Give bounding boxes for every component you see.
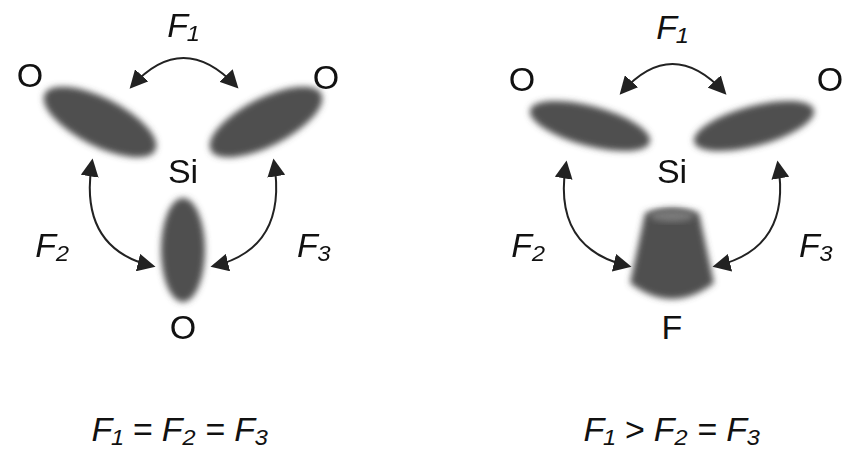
atom-label: O — [170, 309, 196, 346]
force-label: F₂ — [511, 227, 545, 264]
atom-label: O — [17, 57, 43, 94]
force-label: F₃ — [799, 227, 833, 264]
force-label: F₂ — [35, 227, 69, 264]
bond-lobes — [34, 72, 332, 302]
force-arrows — [564, 64, 780, 266]
atom-label: F — [662, 309, 683, 346]
atom-label: O — [817, 61, 843, 98]
force-label: F₃ — [297, 227, 331, 264]
force-label: F₁ — [167, 7, 199, 44]
atom-label: Si — [168, 153, 198, 190]
equation: F₁ = F₂ = F₃ — [92, 411, 269, 448]
bond-lobes — [525, 91, 819, 299]
atom-label: O — [509, 61, 535, 98]
cone-top — [650, 210, 694, 222]
atom-label: Si — [657, 153, 687, 190]
force-arrows — [90, 58, 276, 266]
force-label: F₁ — [656, 9, 688, 46]
atom-label: O — [313, 59, 339, 96]
equation: F₁ > F₂ = F₃ — [584, 411, 761, 448]
